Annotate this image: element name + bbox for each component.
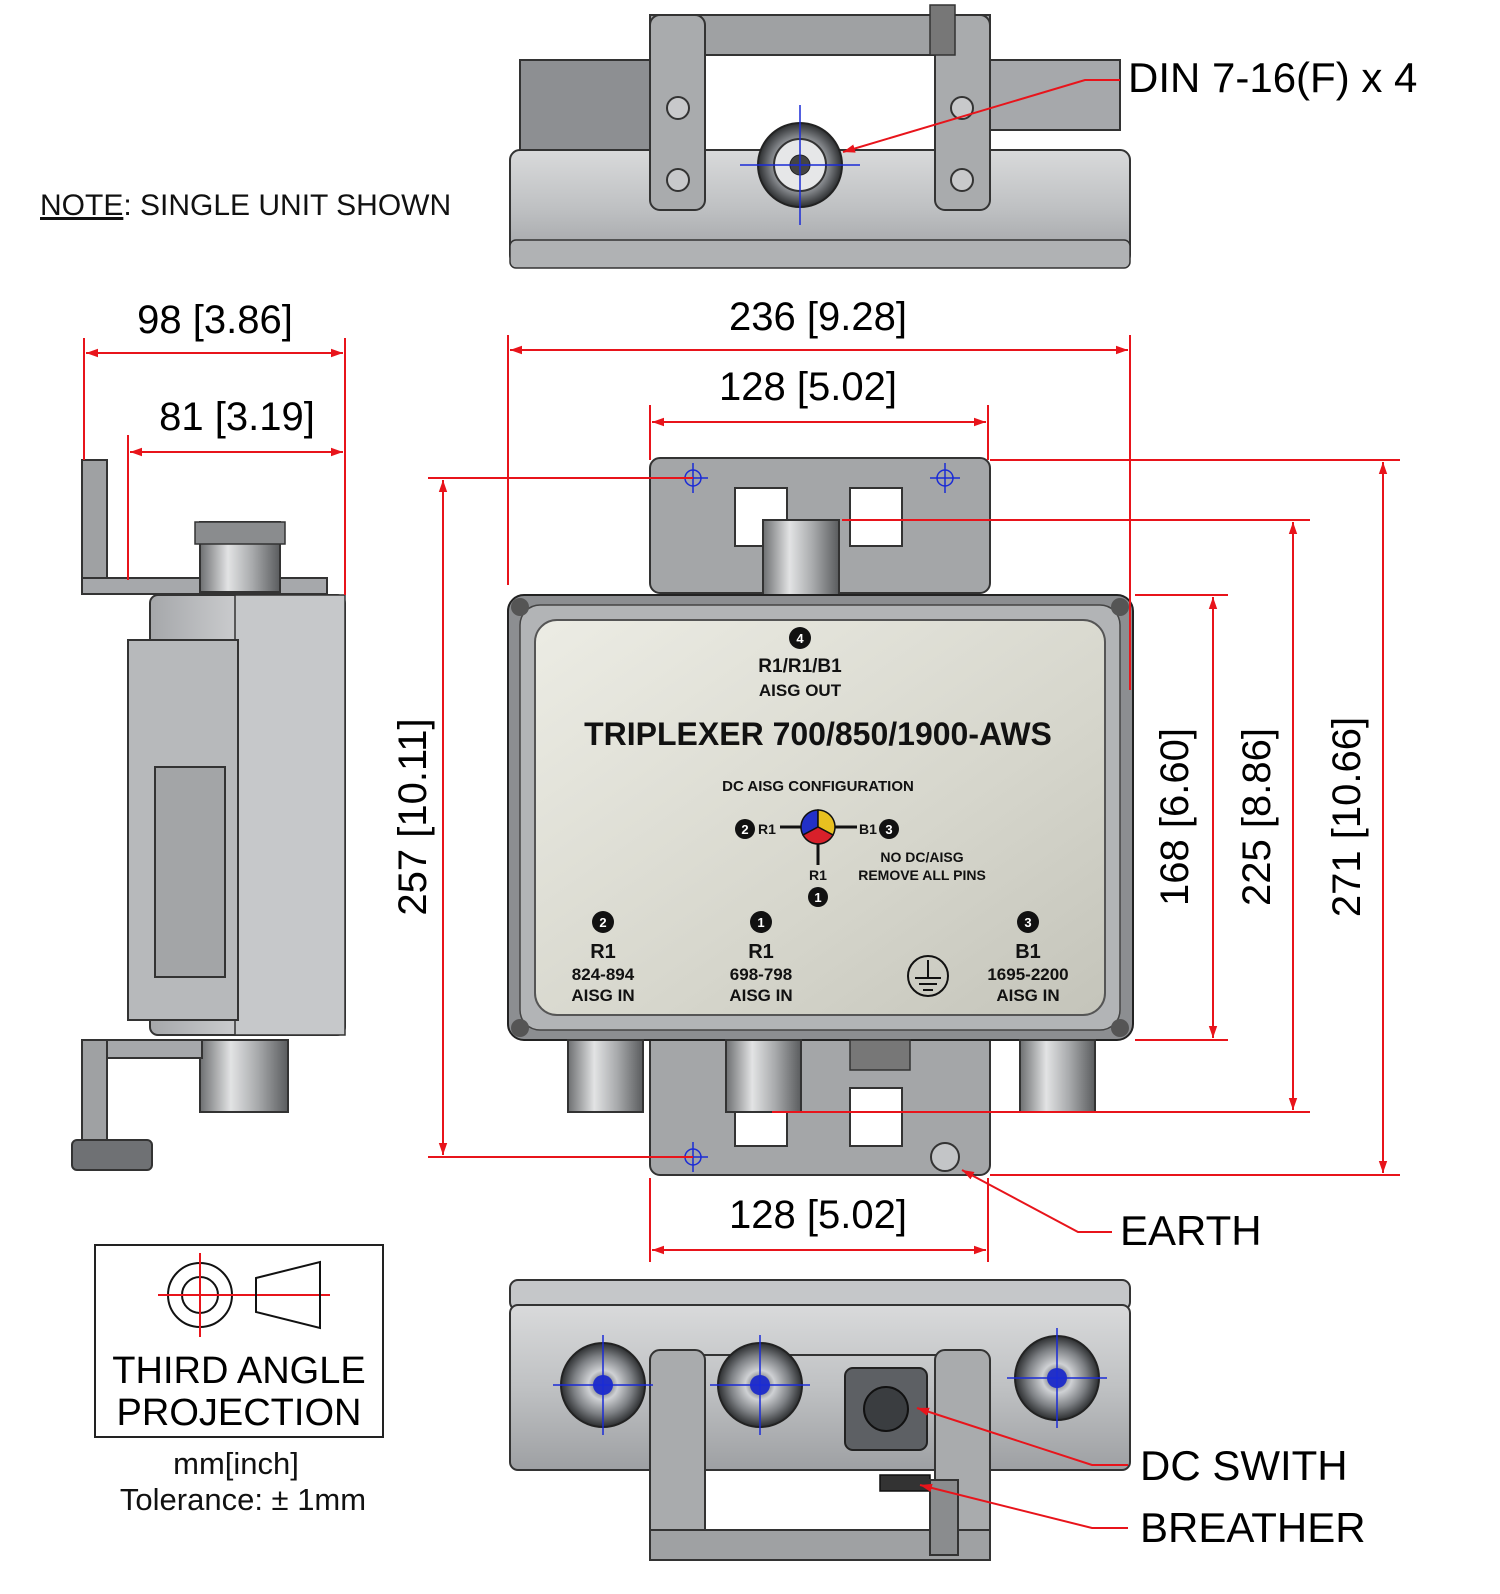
selector-right-label: B1 (859, 821, 877, 837)
note-body: : SINGLE UNIT SHOWN (123, 189, 451, 222)
dim-height-overall: 271 [10.66] (1325, 717, 1369, 917)
dim-depth-overall: 98 [3.86] (137, 298, 293, 342)
port4-name: R1/R1/B1 (758, 656, 842, 677)
front-connector-top (762, 519, 840, 601)
front-view: 4 R1/R1/B1 AISG OUT TRIPLEXER 700/850/19… (507, 457, 1134, 1176)
projection-line2: PROJECTION (117, 1392, 362, 1434)
projection-box: THIRD ANGLE PROJECTION (94, 1244, 384, 1438)
front-connector-port2 (567, 1039, 644, 1113)
din-callout: DIN 7-16(F) x 4 (1128, 54, 1417, 101)
front-connector-port3 (1019, 1039, 1096, 1113)
breather-leader-line (919, 1483, 1128, 1529)
dim-overall-width: 236 [9.28] (729, 295, 907, 339)
port-name: R1 (748, 941, 774, 963)
selector-bottom-label: R1 (809, 867, 827, 883)
dc-selector-icon (780, 809, 857, 865)
port-name: B1 (1015, 941, 1041, 963)
product-title: TRIPLEXER 700/850/1900-AWS (584, 716, 1052, 752)
side-view (71, 459, 346, 1171)
port-label-3: 3 B1 1695-2200 AISG IN (987, 911, 1069, 1005)
earth-callout: EARTH (1120, 1207, 1262, 1254)
dim-height-connectors: 225 [8.86] (1235, 728, 1279, 906)
port-number: 1 (757, 915, 764, 930)
port-label-2: 2 R1 824-894 AISG IN (571, 911, 635, 1005)
din-leader-line (842, 79, 1120, 153)
config-title: DC AISG CONFIGURATION (722, 778, 914, 795)
no-dc-line2: REMOVE ALL PINS (858, 867, 986, 883)
projection-line1: THIRD ANGLE (112, 1350, 365, 1392)
breather-callout: BREATHER (1140, 1504, 1366, 1551)
dim-bracket-bottom: 128 [5.02] (729, 1193, 907, 1237)
port-label-1: 1 R1 698-798 AISG IN (729, 911, 793, 1005)
port4-number: 4 (796, 631, 804, 646)
port-desc: AISG IN (729, 986, 792, 1005)
ground-symbol-icon (907, 955, 949, 997)
breather-vent (879, 1474, 931, 1492)
dim-bracket-top: 128 [5.02] (719, 365, 897, 409)
selector-bottom-number: 1 (814, 890, 821, 905)
dim-height-holes: 257 [10.11] (391, 718, 435, 915)
top-view (509, 4, 1131, 269)
port-name: R1 (590, 941, 616, 963)
port-range: 824-894 (572, 965, 635, 984)
port-number: 2 (599, 915, 606, 930)
port-range: 1695-2200 (987, 965, 1068, 984)
bottom-view (509, 1279, 1131, 1561)
third-angle-projection-icon (158, 1253, 330, 1337)
port-range: 698-798 (730, 965, 792, 984)
front-connector-port1 (725, 1039, 802, 1113)
selector-left-label: R1 (758, 821, 776, 837)
dc-switch-callout: DC SWITH (1140, 1442, 1348, 1489)
selector-left-number: 2 (741, 822, 748, 837)
dim-height-body: 168 [6.60] (1153, 728, 1197, 906)
dc-switch-leader-line (916, 1407, 1128, 1466)
no-dc-line1: NO DC/AISG (880, 849, 963, 865)
port4-desc: AISG OUT (759, 681, 842, 700)
port-desc: AISG IN (996, 986, 1059, 1005)
port-desc: AISG IN (571, 986, 634, 1005)
port-number: 3 (1024, 915, 1031, 930)
units-label: mm[inch] (173, 1446, 299, 1481)
earth-stud (930, 1142, 960, 1172)
note-prefix: NOTE (40, 189, 123, 222)
note-text: NOTE: SINGLE UNIT SHOWN (40, 189, 451, 222)
earth-leader-line (961, 1169, 1112, 1233)
selector-right-number: 3 (885, 822, 892, 837)
dim-depth-body: 81 [3.19] (159, 395, 315, 439)
dimension-lines (83, 335, 1400, 1262)
tolerance-label: Tolerance: ± 1mm (120, 1482, 366, 1517)
